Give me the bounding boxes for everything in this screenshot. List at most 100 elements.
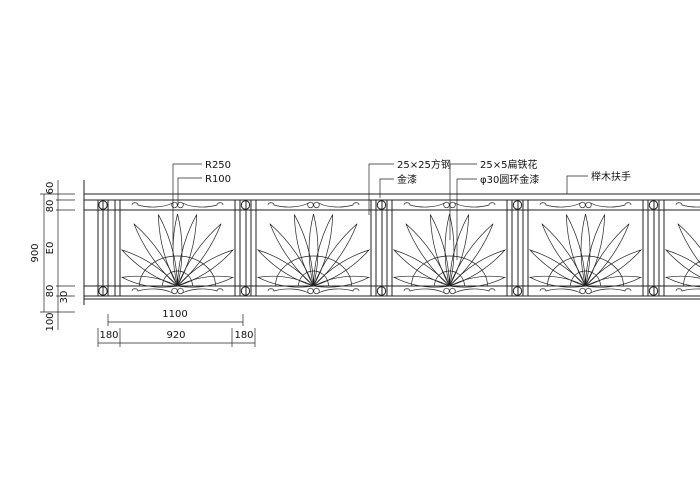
flower-petal bbox=[177, 223, 222, 287]
label-handrail: 榉木扶手 bbox=[591, 170, 631, 183]
flower-petal bbox=[392, 275, 450, 288]
scroll-ring bbox=[585, 287, 592, 295]
label-square-steel: 25×25方钢 bbox=[397, 158, 451, 171]
flower-petal bbox=[293, 214, 314, 287]
label-ring: φ30圆环金漆 bbox=[480, 173, 539, 186]
scroll-ring bbox=[585, 201, 592, 209]
label-r100: R100 bbox=[205, 174, 231, 185]
annotation-leaders bbox=[172, 163, 588, 260]
scroll-ring bbox=[443, 287, 450, 295]
flower-petal bbox=[133, 223, 178, 287]
ring-top bbox=[512, 200, 523, 210]
scroll-ornament bbox=[539, 202, 632, 208]
scroll-ring bbox=[177, 287, 184, 295]
flower-petal bbox=[664, 249, 700, 278]
flower-petal bbox=[120, 275, 178, 288]
dim-bottom-rail-80: 80 bbox=[45, 285, 56, 298]
ring-top bbox=[376, 200, 387, 210]
flower-petal bbox=[313, 214, 334, 287]
railing-modules bbox=[97, 200, 700, 296]
flower-petal bbox=[664, 275, 700, 288]
flower-petal bbox=[444, 213, 455, 287]
flower-petal bbox=[449, 223, 494, 287]
scroll-ring bbox=[313, 287, 320, 295]
flower-petal bbox=[405, 223, 450, 287]
flower-petal bbox=[313, 223, 358, 287]
dim-module-1100: 1100 bbox=[162, 309, 187, 320]
ring-top bbox=[98, 200, 108, 210]
ring-bottom bbox=[376, 286, 387, 296]
scroll-ornament bbox=[131, 202, 224, 208]
ring-bottom bbox=[98, 286, 108, 296]
flower-petal bbox=[256, 275, 314, 288]
flower-petal bbox=[177, 214, 198, 287]
flower-petal bbox=[449, 214, 470, 287]
scroll-ornament bbox=[539, 288, 632, 294]
horizontal-dimension-lines bbox=[97, 314, 256, 347]
dim-bottom-100: 100 bbox=[45, 312, 56, 331]
flower-petal bbox=[308, 213, 319, 287]
scroll-ring bbox=[579, 287, 586, 295]
scroll-ornament bbox=[267, 202, 360, 208]
flower-petal bbox=[585, 214, 606, 287]
dim-middle: E0 bbox=[45, 242, 56, 255]
ring-top bbox=[648, 200, 659, 210]
dim-top-rail-80: 80 bbox=[45, 200, 56, 213]
flower-petal bbox=[580, 213, 591, 287]
vertical-dimension-lines bbox=[40, 180, 75, 330]
ring-bottom bbox=[648, 286, 659, 296]
flower-petal bbox=[528, 249, 586, 287]
railing-module bbox=[506, 200, 643, 296]
dim-base-30: 30 bbox=[59, 291, 70, 304]
flower-arc bbox=[547, 255, 624, 287]
flower-petal bbox=[541, 223, 586, 287]
scroll-ring bbox=[177, 201, 184, 209]
flower-arc bbox=[275, 255, 352, 287]
ring-bottom bbox=[512, 286, 523, 296]
label-flat-iron: 25×5扁铁花 bbox=[480, 158, 537, 171]
dim-total-900: 900 bbox=[30, 243, 41, 262]
railing-module bbox=[97, 200, 235, 296]
flower-petal bbox=[585, 249, 643, 287]
railing-module bbox=[642, 200, 700, 296]
label-gold-paint: 金漆 bbox=[397, 173, 417, 186]
scroll-ring bbox=[313, 201, 320, 209]
flower-petal bbox=[157, 214, 178, 287]
flower-petal bbox=[177, 249, 235, 287]
scroll-ring bbox=[171, 287, 178, 295]
scroll-ring bbox=[443, 201, 450, 209]
ring-top bbox=[240, 200, 251, 210]
flower-petal bbox=[449, 249, 507, 287]
railing-module bbox=[234, 200, 371, 296]
scroll-ring bbox=[307, 287, 314, 295]
flower-petal bbox=[313, 249, 371, 287]
scroll-ring bbox=[171, 201, 178, 209]
ring-bottom bbox=[240, 286, 251, 296]
scroll-ornament bbox=[267, 288, 360, 294]
scroll-ring bbox=[579, 201, 586, 209]
dim-post-right-180: 180 bbox=[234, 330, 253, 341]
scroll-ornament bbox=[675, 288, 700, 292]
flower-petal bbox=[269, 223, 314, 287]
scroll-ornament bbox=[403, 202, 496, 208]
scroll-ring bbox=[307, 201, 314, 209]
flower-arc bbox=[139, 255, 216, 287]
label-r250: R250 bbox=[205, 160, 231, 171]
dim-post-left-180: 180 bbox=[99, 330, 118, 341]
flower-petal bbox=[120, 249, 178, 287]
flower-petal bbox=[677, 223, 700, 264]
scroll-ornament bbox=[131, 288, 224, 294]
dim-top-band-60: 60 bbox=[45, 182, 56, 195]
scroll-ornament bbox=[403, 288, 496, 294]
flower-petal bbox=[392, 249, 450, 287]
dim-panel-920: 920 bbox=[166, 330, 185, 341]
scroll-ring bbox=[449, 201, 456, 209]
flower-petal bbox=[528, 275, 586, 288]
flower-petal bbox=[585, 223, 630, 287]
flower-petal bbox=[429, 214, 450, 287]
railing-module bbox=[370, 200, 507, 296]
flower-petal bbox=[172, 213, 183, 287]
flower-arc bbox=[683, 260, 700, 287]
flower-arc bbox=[411, 255, 488, 287]
